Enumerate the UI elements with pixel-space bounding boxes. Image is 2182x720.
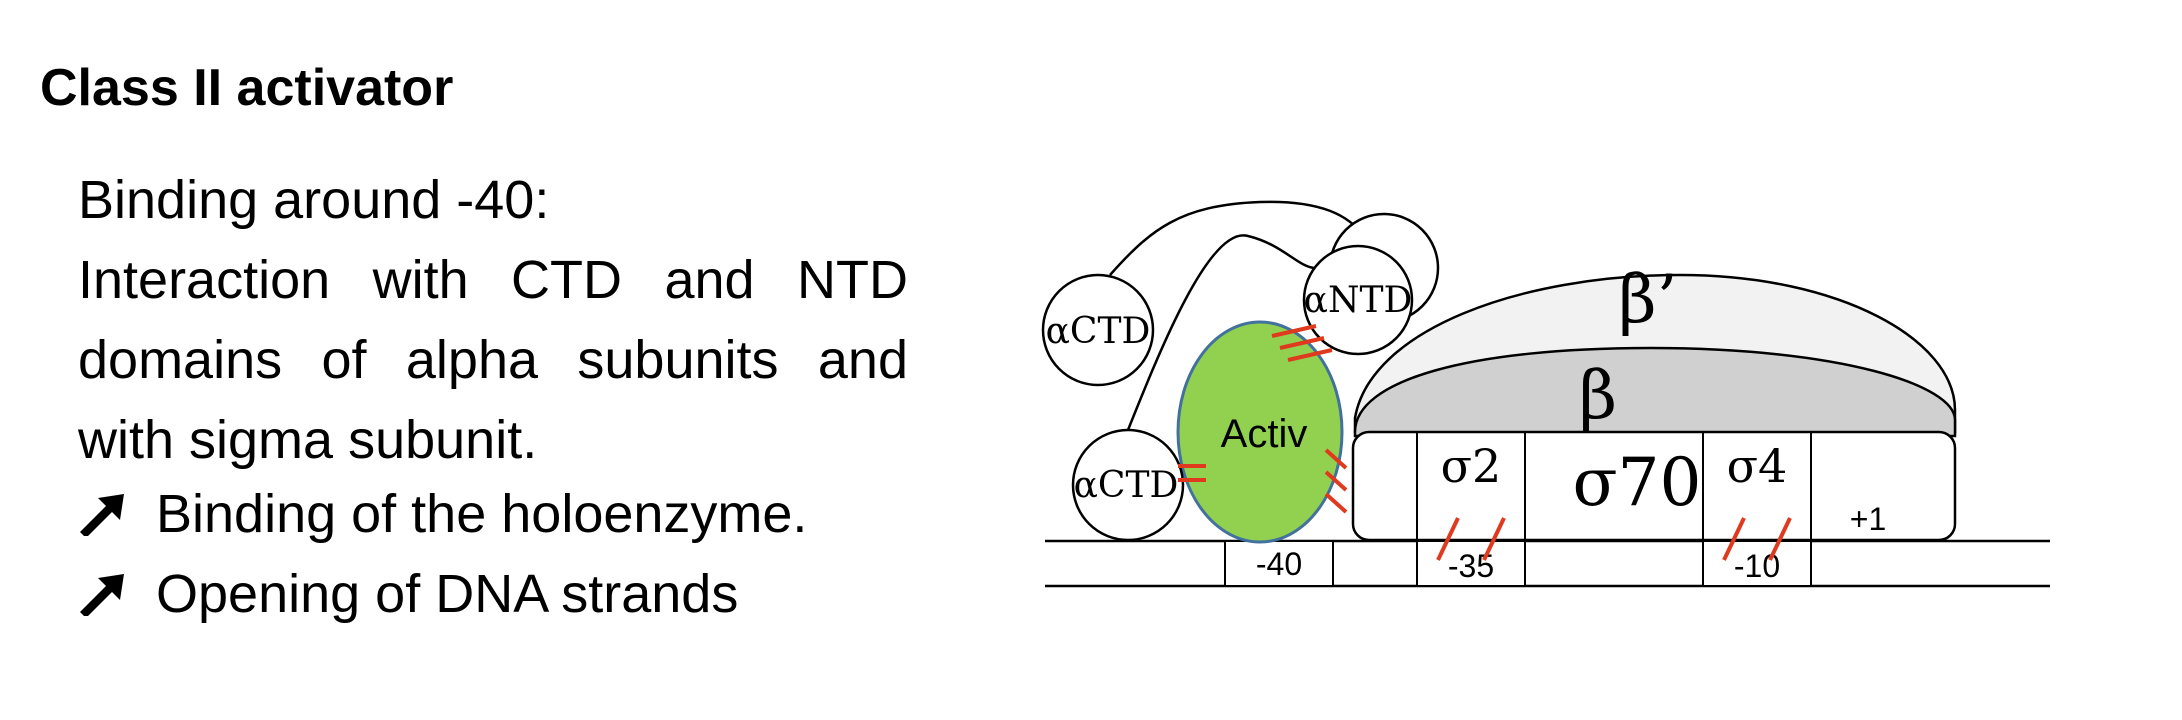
alpha-ctd-upper-label: αCTD (1046, 311, 1151, 352)
north-east-arrow-icon (78, 558, 140, 638)
bullet-text: Opening of DNA strands (156, 564, 739, 624)
slide-title: Class II activator (40, 59, 454, 117)
beta-prime-label: β’ (1618, 261, 1677, 338)
plus-one-label: +1 (1850, 501, 1886, 537)
contact-mark (1768, 517, 1792, 561)
body-line: domains of alpha subunits and (78, 330, 908, 390)
contact-mark (1324, 492, 1348, 514)
contact-mark (1271, 324, 1317, 338)
body-line: with sigma subunit. (78, 410, 538, 470)
contact-mark (1722, 517, 1746, 561)
bullet-item: Opening of DNA strands (78, 554, 738, 638)
minus40-label: -40 (1256, 546, 1302, 582)
contact-mark (1279, 336, 1325, 350)
north-east-arrow-icon (78, 478, 140, 558)
minus35-box (1416, 540, 1526, 587)
sigma70-subunit (1351, 430, 1957, 542)
alpha-ntd-circle (1302, 244, 1414, 356)
alpha-linker (1109, 200, 1367, 276)
contact-mark (1324, 470, 1348, 492)
bullet-text: Binding of the holoenzyme. (156, 484, 808, 544)
sigma4-label: σ4 (1727, 439, 1788, 493)
alpha-ctd-upper-circle (1041, 273, 1155, 387)
body-text: Binding around -40: Interaction with CTD… (78, 160, 908, 480)
alpha-ctd-lower-label: αCTD (1074, 465, 1179, 506)
alpha-ctd-lower-circle (1071, 428, 1185, 542)
alpha-ntd-label: αNTD (1304, 280, 1413, 321)
sigma2-label: σ2 (1441, 439, 1502, 493)
body-line: Binding around -40: (78, 170, 550, 230)
minus40-box (1224, 540, 1334, 587)
beta-subunit (1353, 346, 1957, 438)
contact-mark (1482, 517, 1506, 561)
bullet-item: Binding of the holoenzyme. (78, 474, 807, 558)
alpha-linker (1126, 234, 1319, 431)
beta-label: β (1579, 357, 1617, 434)
contact-mark (1436, 517, 1460, 561)
activator-label: Activ (1221, 412, 1308, 456)
contact-mark (1324, 448, 1348, 470)
contact-mark (1287, 348, 1333, 362)
sigma70-label: σ70 (1572, 444, 1701, 521)
activator (1176, 320, 1344, 544)
body-line: Interaction with CTD and NTD (78, 250, 908, 310)
minus10-box (1702, 540, 1812, 587)
